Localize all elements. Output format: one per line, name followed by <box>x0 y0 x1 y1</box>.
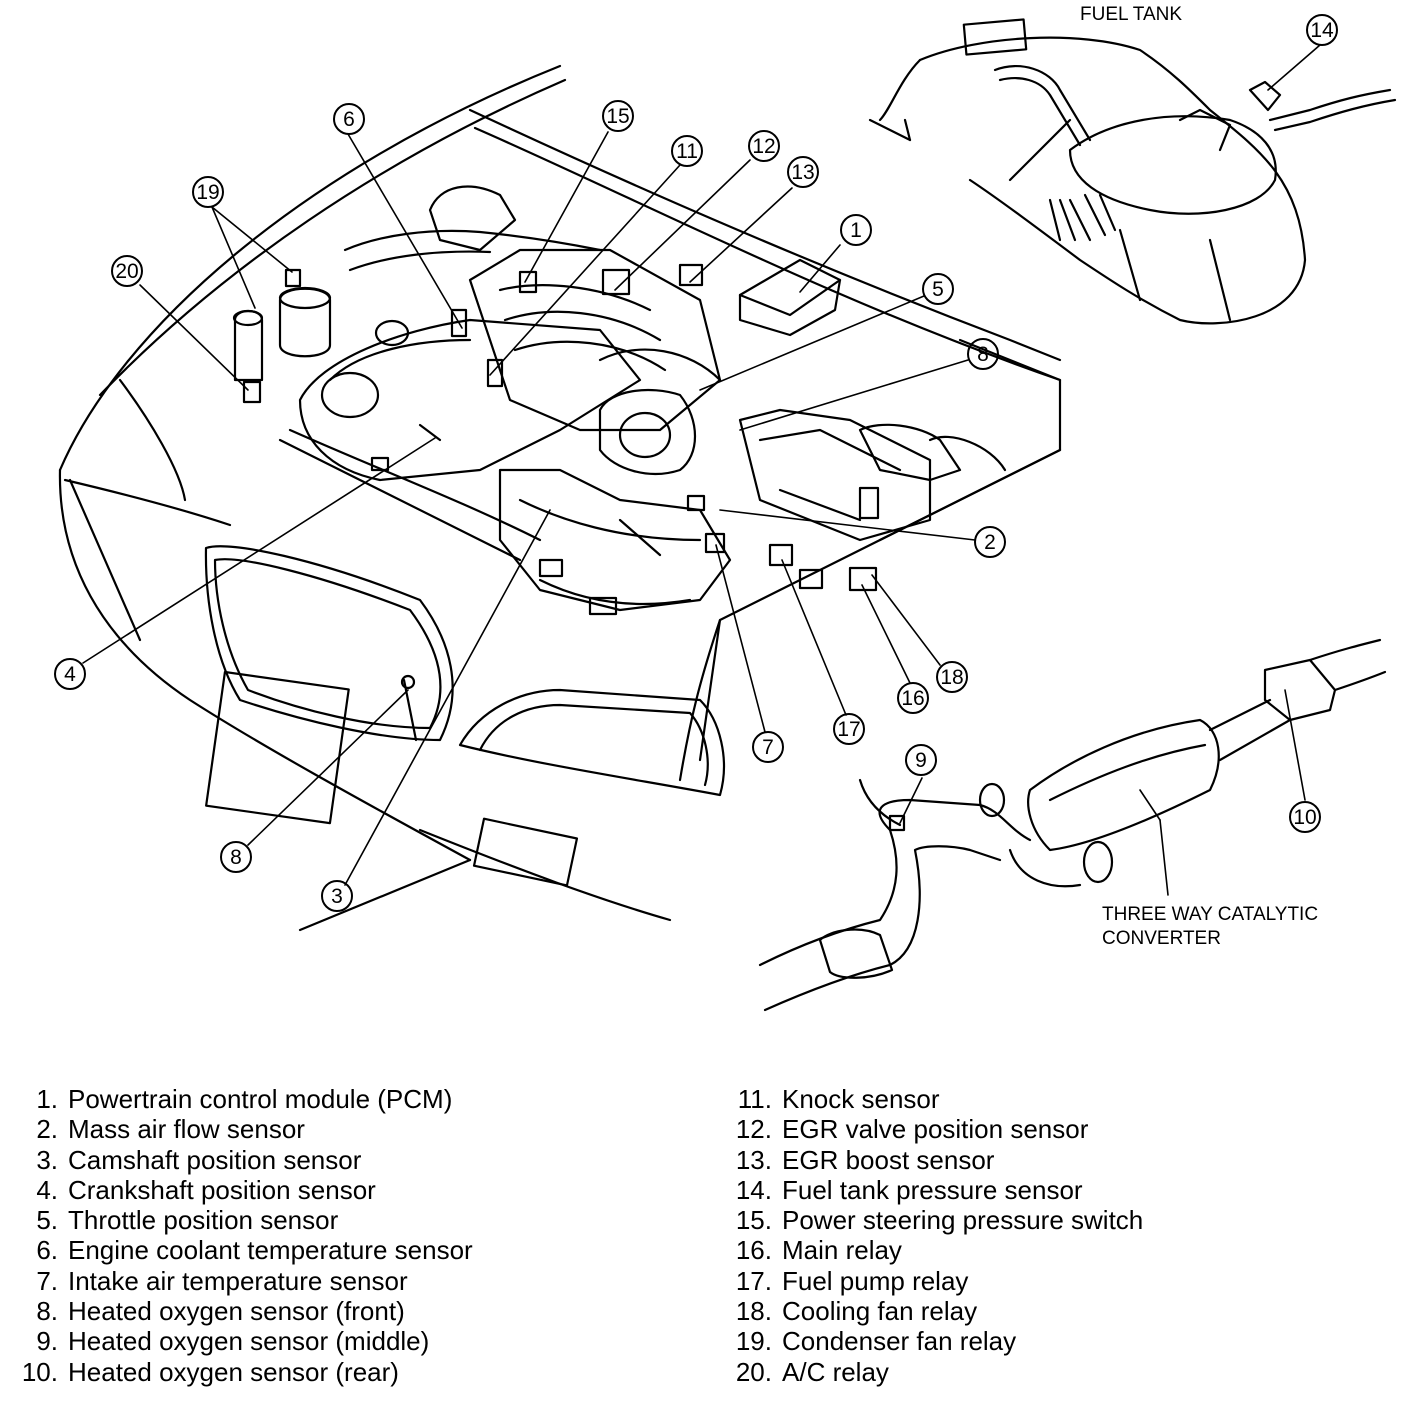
legend-label: Crankshaft position sensor <box>68 1174 376 1205</box>
callout-18: 18 <box>940 666 963 689</box>
legend-number: 15. <box>735 1205 772 1236</box>
legend-item: 18. Cooling fan relay <box>728 1296 1388 1326</box>
legend-item: 13. EGR boost sensor <box>728 1145 1388 1175</box>
callout-10: 10 <box>1293 806 1316 829</box>
legend-label: Powertrain control module (PCM) <box>68 1084 453 1114</box>
legend-label: A/C relay <box>782 1356 889 1387</box>
callout-17: 17 <box>837 718 860 741</box>
legend-item: 4. Crankshaft position sensor <box>6 1175 666 1205</box>
legend-label: Power steering pressure switch <box>782 1205 1144 1236</box>
legend-item: 10. Heated oxygen sensor (rear) <box>6 1357 666 1387</box>
callout-11: 11 <box>676 140 698 163</box>
legend-item: 7. Intake air temperature sensor <box>6 1266 666 1296</box>
callout-4: 4 <box>64 663 76 686</box>
legend-label: Fuel tank pressure sensor <box>782 1174 1083 1205</box>
legend-number: 7. <box>36 1265 58 1296</box>
legend-item: 11. Knock sensor <box>728 1084 1388 1114</box>
callout-8-front: 8 <box>230 846 242 869</box>
legend-label: EGR valve position sensor <box>782 1114 1089 1145</box>
legend-label: Camshaft position sensor <box>68 1144 362 1175</box>
legend-item: 6. Engine coolant temperature sensor <box>6 1235 666 1265</box>
legend-left-column: 1. Powertrain control module (PCM) 2. Mass… <box>6 1084 666 1387</box>
callout-13: 13 <box>791 161 814 184</box>
headlight-left <box>204 545 454 742</box>
legend-number: 9. <box>36 1326 58 1357</box>
exhaust-system <box>758 638 1387 1012</box>
legend-label: Throttle position sensor <box>68 1205 339 1236</box>
legend-label: Knock sensor <box>782 1084 940 1114</box>
legend-label: Condenser fan relay <box>782 1326 1017 1357</box>
catalytic-converter-label-line1: THREE WAY CATALYTIC <box>1102 904 1318 925</box>
legend-number: 11. <box>737 1084 772 1114</box>
legend-number: 16. <box>735 1235 772 1266</box>
legend-label: Engine coolant temperature sensor <box>68 1235 473 1266</box>
callout-20: 20 <box>115 260 138 283</box>
callout-9: 9 <box>915 749 927 772</box>
callout-19: 19 <box>196 181 219 204</box>
legend-item: 2. Mass air flow sensor <box>6 1114 666 1144</box>
engine-bay <box>232 185 1007 742</box>
callout-16: 16 <box>901 687 924 710</box>
legend-label: Heated oxygen sensor (front) <box>68 1296 405 1327</box>
legend-label: Heated oxygen sensor (rear) <box>68 1356 399 1387</box>
legend-label: Mass air flow sensor <box>68 1114 305 1145</box>
legend-item: 3. Camshaft position sensor <box>6 1145 666 1175</box>
callout-8-engine: 8 <box>977 343 989 366</box>
legend-number: 3. <box>36 1144 58 1175</box>
legend-label: Main relay <box>782 1235 902 1266</box>
headlight-right <box>458 688 726 797</box>
legend-item: 20. A/C relay <box>728 1357 1388 1387</box>
legend-label: Heated oxygen sensor (middle) <box>68 1326 430 1357</box>
legend-item: 19. Condenser fan relay <box>728 1326 1388 1356</box>
callout-12: 12 <box>752 135 775 158</box>
leader-lines <box>82 44 1321 896</box>
legend-number: 1. <box>36 1084 58 1114</box>
bumper-opening <box>472 817 579 887</box>
license-plate <box>205 670 350 825</box>
legend-number: 6. <box>36 1235 58 1266</box>
callout-15: 15 <box>606 105 629 128</box>
legend-number: 19. <box>735 1326 772 1357</box>
legend-item: 17. Fuel pump relay <box>728 1266 1388 1296</box>
legend-item: 1. Powertrain control module (PCM) <box>6 1084 666 1114</box>
legend-number: 2. <box>36 1114 58 1145</box>
callout-6: 6 <box>343 108 355 131</box>
callout-3: 3 <box>331 885 343 908</box>
callout-5: 5 <box>932 278 944 301</box>
legend-number: 18. <box>735 1296 772 1327</box>
callout-14: 14 <box>1310 19 1334 42</box>
legend-number: 20. <box>735 1356 772 1387</box>
legend-label: Fuel pump relay <box>782 1265 969 1296</box>
legend-item: 15. Power steering pressure switch <box>728 1205 1388 1235</box>
legend-number: 8. <box>36 1296 58 1327</box>
legend-right-column: 11. Knock sensor 12. EGR valve position se… <box>728 1084 1388 1387</box>
engine-sensor-location-diagram: 6 15 11 12 13 1 5 8 2 19 20 4 8 3 7 17 1… <box>54 4 1397 1012</box>
legend-label: EGR boost sensor <box>782 1144 995 1175</box>
legend-number: 10. <box>21 1356 58 1387</box>
legend-item: 16. Main relay <box>728 1235 1388 1265</box>
legend-number: 14. <box>735 1174 772 1205</box>
legend-item: 5. Throttle position sensor <box>6 1205 666 1235</box>
fuel-tank <box>868 18 1397 325</box>
legend-item: 12. EGR valve position sensor <box>728 1114 1388 1144</box>
legend-label: Cooling fan relay <box>782 1296 978 1327</box>
callout-2: 2 <box>984 531 996 554</box>
legend-item: 14. Fuel tank pressure sensor <box>728 1175 1388 1205</box>
fuel-tank-label: FUEL TANK <box>1080 4 1182 25</box>
legend-number: 13. <box>735 1144 772 1175</box>
callout-1: 1 <box>850 219 862 242</box>
callout-circles <box>54 14 1338 912</box>
legend-item: 9. Heated oxygen sensor (middle) <box>6 1326 666 1356</box>
callout-7: 7 <box>762 736 774 759</box>
legend-number: 5. <box>36 1205 58 1236</box>
legend-number: 4. <box>36 1174 58 1205</box>
legend-number: 17. <box>735 1265 772 1296</box>
legend-label: Intake air temperature sensor <box>68 1265 408 1296</box>
catalytic-converter-label-line2: CONVERTER <box>1102 928 1221 949</box>
legend-number: 12. <box>735 1114 772 1145</box>
legend-item: 8. Heated oxygen sensor (front) <box>6 1296 666 1326</box>
